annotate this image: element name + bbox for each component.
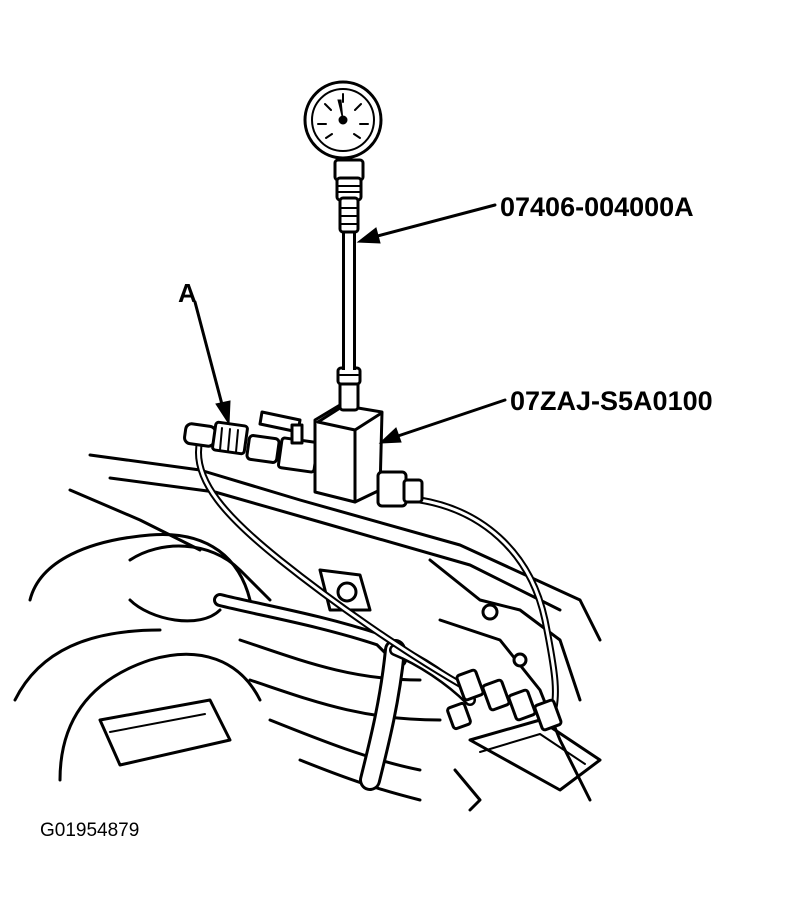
gauge-part-number: 07406-004000A (500, 192, 694, 222)
tee-part-number: 07ZAJ-S5A0100 (510, 386, 713, 416)
arrow-to-tee (390, 398, 507, 440)
engine-bay (13, 453, 602, 812)
callout-a: A (178, 278, 197, 308)
arrow-to-gauge-hose-head (356, 227, 381, 244)
arrow-to-gauge-hose (368, 203, 497, 240)
arrow-to-a-head (215, 400, 231, 426)
pressure-gauge-assembly (303, 80, 383, 370)
fuel-lines (195, 436, 563, 732)
arrow-to-tee-head (378, 427, 402, 444)
leader-arrows (193, 203, 507, 444)
figure-id: G01954879 (40, 820, 140, 841)
tee-fitting-assembly (183, 366, 424, 508)
arrow-to-a (193, 300, 226, 414)
hoses (213, 593, 476, 791)
